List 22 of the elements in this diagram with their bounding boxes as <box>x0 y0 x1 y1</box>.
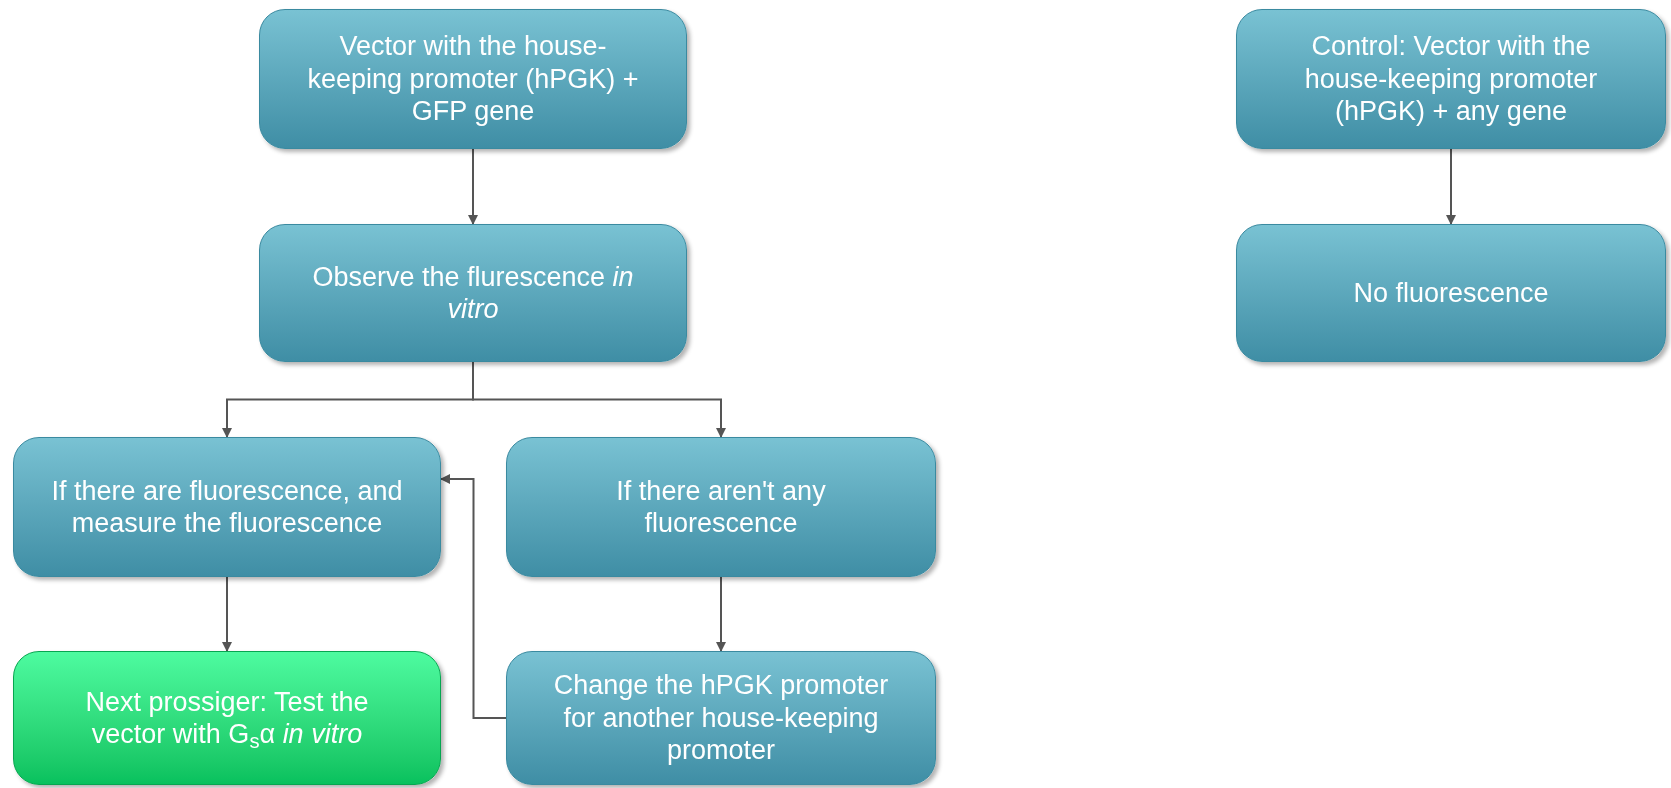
box-text: Observe the flurescence in vitro <box>311 260 635 326</box>
box-text: Change the hPGK promoter for another house-keeping promoter <box>552 669 890 767</box>
arrow <box>1446 148 1456 225</box>
result-box <box>13 651 441 785</box>
box-text: Next prossiger: Test the vector with G$_{s}$α in vitro <box>84 685 370 751</box>
process-box <box>506 437 936 577</box>
box-text: Control: Vector with the house-keeping promoter (hPGK) + any gene <box>1303 30 1599 128</box>
arrow <box>472 361 726 438</box>
box-text: Vector with the house-keeping promoter (hPGK) + GFP gene <box>306 30 640 128</box>
arrow <box>716 576 726 652</box>
box-text: No fluorescence <box>1353 276 1549 310</box>
process-box <box>259 224 687 362</box>
arrow <box>440 474 507 719</box>
arrow <box>468 148 478 225</box>
box-text: If there aren't any fluorescence <box>615 474 827 540</box>
arrow <box>222 576 232 652</box>
process-box <box>1236 9 1666 149</box>
process-box <box>259 9 687 149</box>
process-box <box>506 651 936 785</box>
process-box <box>13 437 441 577</box>
process-box <box>1236 224 1666 362</box>
box-text: If there are fluorescence, and measure the fluorescence <box>50 474 404 540</box>
